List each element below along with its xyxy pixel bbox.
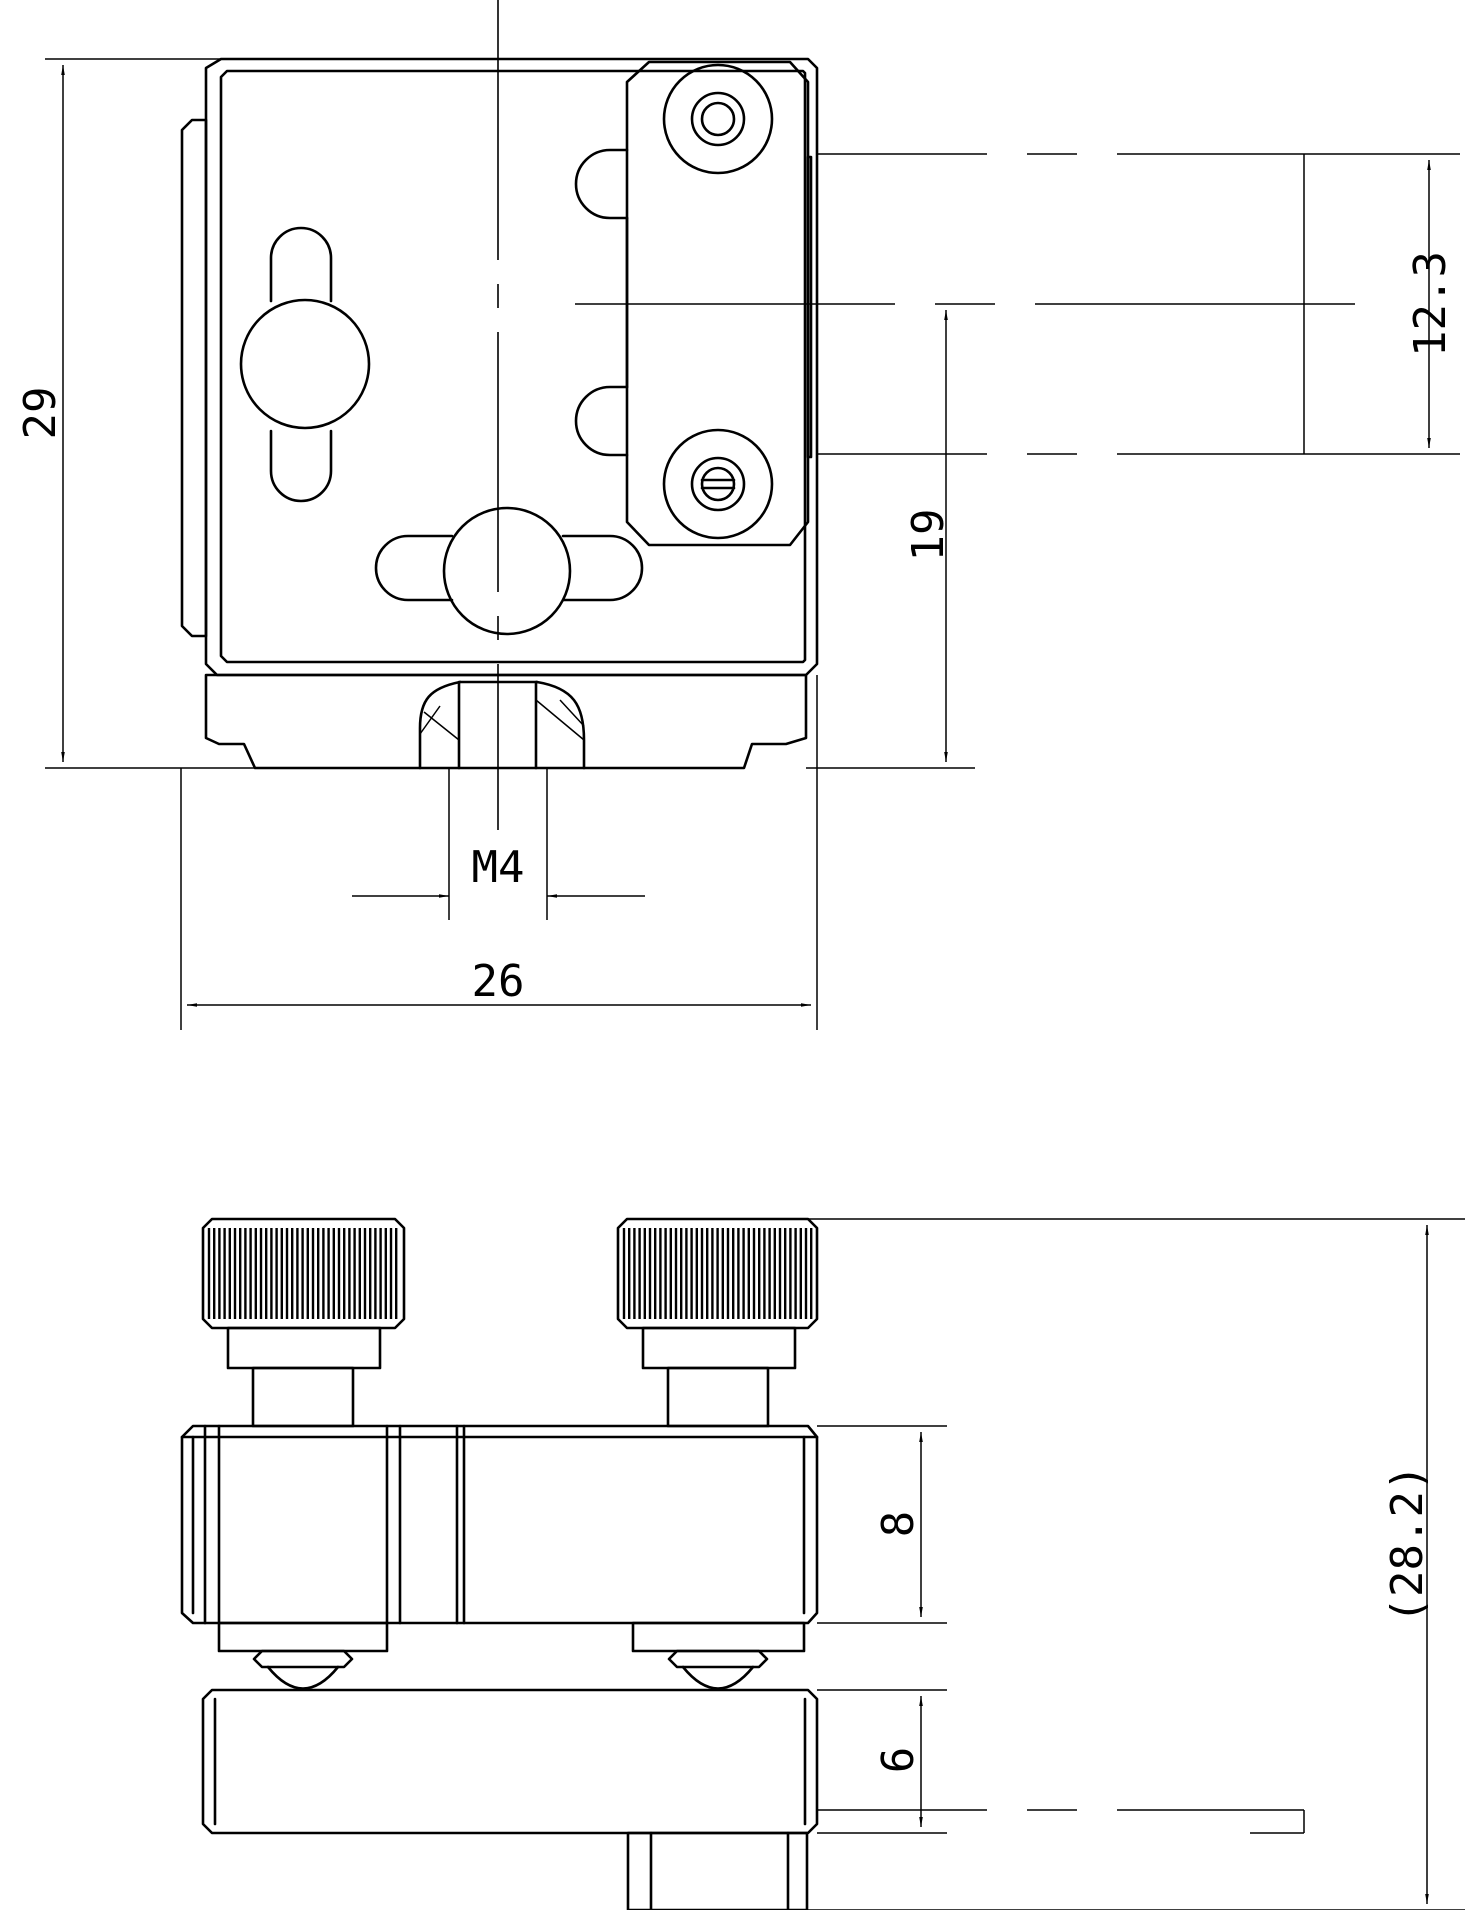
bottom-post (626, 1831, 809, 1910)
upper-block (180, 1424, 819, 1653)
clamp-bar (574, 60, 813, 547)
dim-label-26: 26 (472, 956, 525, 1007)
knob-left (239, 298, 371, 430)
dim-label-m4: M4 (472, 842, 525, 893)
slot-vertical (239, 226, 371, 503)
lower-block (201, 1688, 819, 1835)
base-plate (204, 673, 808, 770)
knurled-knob-right (616, 1217, 819, 1428)
dim-label-6: 6 (873, 1747, 924, 1774)
dim-label-29: 29 (15, 387, 66, 440)
dim-label-12-3: 12.3 (1405, 251, 1456, 357)
threaded-hole (418, 680, 586, 770)
ball-left (252, 1649, 354, 1690)
dim-label-8: 8 (873, 1511, 924, 1538)
clamp-screw-top (662, 63, 774, 175)
slot-horizontal (374, 506, 644, 636)
body-inner-outline (219, 69, 807, 664)
side-view: 8 6 (28.2) (180, 1217, 1465, 1910)
mount-body (180, 57, 819, 770)
left-flange (180, 118, 208, 638)
body-outline (204, 57, 819, 677)
knob-bottom (442, 506, 572, 636)
ball-right (667, 1649, 769, 1690)
notch-upper (574, 148, 629, 220)
notch-lower (574, 385, 629, 457)
clamp-bar-tab (806, 155, 813, 459)
knurled-knob-left (201, 1217, 406, 1428)
dim-label-28-2: (28.2) (1382, 1465, 1433, 1624)
dim-label-19: 19 (903, 509, 954, 562)
clamp-screw-bottom (662, 428, 774, 540)
top-view: 12.3 19 29 M4 26 (15, 0, 1460, 1030)
